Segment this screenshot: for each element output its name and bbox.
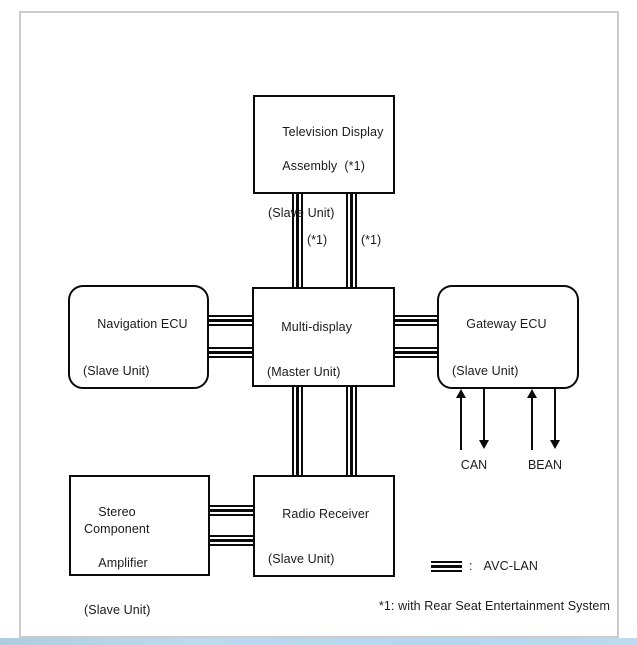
node-unit-role: (Slave Unit)	[84, 603, 151, 617]
can-down-arrow-icon	[479, 440, 489, 449]
node-title-line1: Stereo Component	[84, 505, 150, 536]
bean-up-arrow-icon	[527, 389, 537, 398]
node-unit-role: (Slave Unit)	[268, 206, 335, 220]
node-unit-role: (Slave Unit)	[268, 552, 335, 566]
node-unit-role: (Slave Unit)	[452, 364, 519, 378]
node-unit-role: (Slave Unit)	[83, 364, 150, 378]
node-title-line2: Amplifier	[98, 556, 148, 570]
node-multi-display: Multi-display (Master Unit)	[252, 287, 395, 387]
can-up-arrow-line	[460, 397, 462, 450]
bottom-accent-strip	[0, 638, 637, 645]
node-title-line2: Assembly (*1)	[282, 159, 365, 173]
avclan-connector-multi-radio-right	[346, 384, 357, 478]
bus-label-bean: BEAN	[527, 458, 563, 472]
node-unit-role: (Master Unit)	[267, 365, 341, 379]
avclan-connector-stereo-radio-lower	[207, 535, 256, 546]
avclan-line-symbol-icon	[431, 560, 462, 572]
node-radio-receiver: Radio Receiver (Slave Unit)	[253, 475, 395, 577]
node-stereo-component-amplifier: Stereo Component Amplifier (Slave Unit)	[69, 475, 210, 617]
node-title-line1: Gateway ECU	[466, 317, 547, 331]
node-gateway-ecu: Gateway ECU (Slave Unit)	[437, 285, 579, 389]
node-title-line1: Television Display	[282, 125, 384, 139]
can-down-arrow-line	[483, 388, 485, 441]
node-title-line1: Radio Receiver	[282, 507, 370, 521]
connector-label-star1-left: (*1)	[307, 233, 328, 247]
bus-label-can: CAN	[460, 458, 488, 472]
node-navigation-ecu: Navigation ECU (Slave Unit)	[68, 285, 209, 389]
legend-avclan: : AVC-LAN	[431, 559, 538, 573]
can-up-arrow-icon	[456, 389, 466, 398]
avclan-connector-tv-multi-left	[292, 191, 303, 289]
avclan-connector-nav-multi-lower	[206, 347, 255, 358]
legend-label: AVC-LAN	[483, 559, 539, 573]
node-title-line1: Navigation ECU	[97, 317, 188, 331]
avclan-connector-multi-gateway-lower	[392, 347, 440, 358]
connector-label-star1-right: (*1)	[361, 233, 382, 247]
avclan-connector-nav-multi-upper	[206, 315, 255, 326]
bean-up-arrow-line	[531, 397, 533, 450]
legend-colon: :	[469, 559, 473, 573]
avclan-connector-stereo-radio-upper	[207, 505, 256, 516]
avclan-connector-multi-radio-left	[292, 384, 303, 478]
footnote-star1: *1: with Rear Seat Entertainment System	[378, 599, 610, 613]
node-title-line1: Multi-display	[281, 320, 353, 334]
bean-down-arrow-icon	[550, 440, 560, 449]
node-television-display-assembly: Television Display Assembly (*1) (Slave …	[253, 95, 395, 220]
avclan-connector-multi-gateway-upper	[392, 315, 440, 326]
bean-down-arrow-line	[554, 388, 556, 441]
avclan-connector-tv-multi-right	[346, 191, 357, 289]
